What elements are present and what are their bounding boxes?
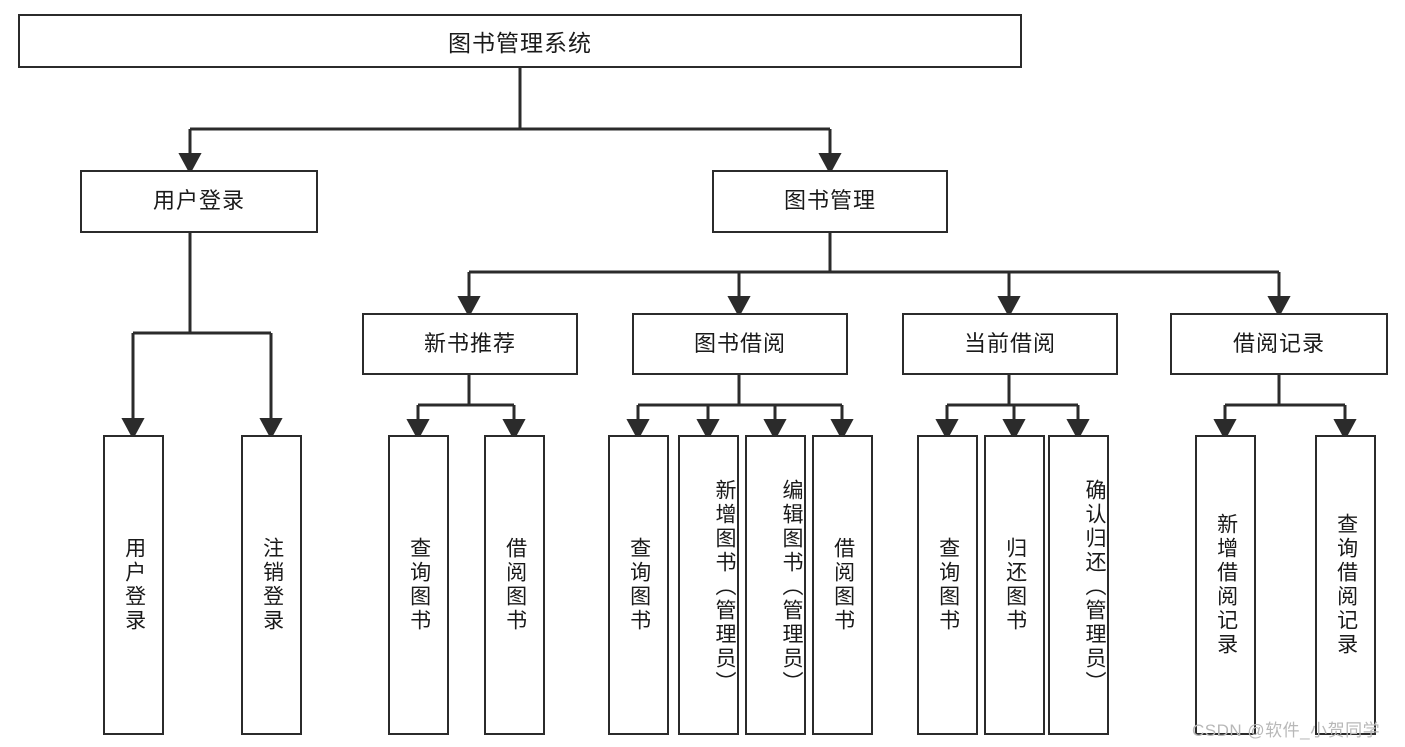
node-book-borrow[interactable]: 图书借阅	[632, 313, 848, 375]
node-leaf-query-book-1[interactable]: 查询图书	[388, 435, 449, 735]
node-leaf-query-book-3[interactable]: 查询图书	[917, 435, 978, 735]
node-leaf-borrow-book-2[interactable]: 借阅图书	[812, 435, 873, 735]
node-leaf-borrow-book-1[interactable]: 借阅图书	[484, 435, 545, 735]
node-current-borrow[interactable]: 当前借阅	[902, 313, 1118, 375]
node-leaf-return-book[interactable]: 归还图书	[984, 435, 1045, 735]
node-leaf-add-record[interactable]: 新增借阅记录	[1195, 435, 1256, 735]
node-leaf-confirm-return[interactable]: 确认归还（管理员）	[1048, 435, 1109, 735]
node-leaf-add-book[interactable]: 新增图书（管理员）	[678, 435, 739, 735]
node-borrow-record[interactable]: 借阅记录	[1170, 313, 1388, 375]
node-new-book-recommend[interactable]: 新书推荐	[362, 313, 578, 375]
node-leaf-query-record[interactable]: 查询借阅记录	[1315, 435, 1376, 735]
node-leaf-query-book-2[interactable]: 查询图书	[608, 435, 669, 735]
node-user-login[interactable]: 用户登录	[80, 170, 318, 233]
node-leaf-logout[interactable]: 注销登录	[241, 435, 302, 735]
node-leaf-edit-book[interactable]: 编辑图书（管理员）	[745, 435, 806, 735]
node-leaf-user-login[interactable]: 用户登录	[103, 435, 164, 735]
node-root[interactable]: 图书管理系统	[18, 14, 1022, 68]
node-book-management[interactable]: 图书管理	[712, 170, 948, 233]
